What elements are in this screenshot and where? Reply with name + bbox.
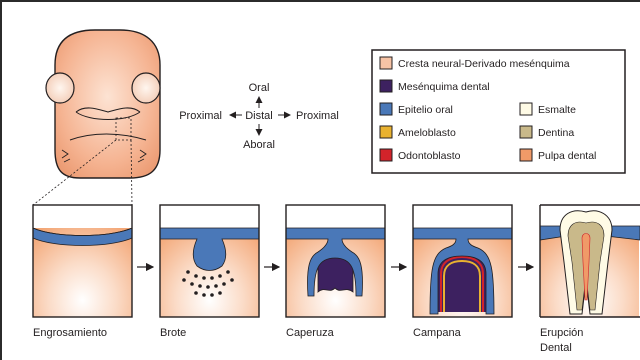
legend-label: Odontoblasto: [398, 150, 461, 162]
stage-label: Erupción: [540, 327, 583, 339]
legend-label: Esmalte: [538, 104, 576, 116]
legend-swatch: [520, 126, 532, 138]
legend-swatch: [380, 103, 392, 115]
legend-swatch: [380, 80, 392, 92]
orientation-compass: Oral Distal Proximal Proximal Aboral: [179, 82, 339, 151]
stage-label: Brote: [160, 327, 186, 339]
stage-panel-campana: [413, 205, 512, 317]
axis-right-label: Proximal: [296, 110, 339, 122]
legend-label: Epitelio oral: [398, 104, 453, 116]
legend-swatch: [520, 149, 532, 161]
stage-panel-erupcion: [540, 205, 640, 317]
axis-bottom-label: Aboral: [243, 139, 275, 151]
stage-label: Caperuza: [286, 327, 335, 339]
legend-swatch: [380, 57, 392, 69]
legend-swatch: [380, 126, 392, 138]
embryo-head-illustration: [33, 30, 160, 205]
legend-swatch: [520, 103, 532, 115]
stage-label: Engrosamiento: [33, 327, 107, 339]
stage-panel-brote: [160, 205, 259, 317]
axis-top-label: Oral: [249, 82, 270, 94]
legend-label: Ameloblasto: [398, 127, 456, 139]
legend-label: Pulpa dental: [538, 150, 596, 162]
legend-label: Cresta neural-Derivado mesénquima: [398, 58, 570, 70]
legend-label: Dentina: [538, 127, 574, 139]
stage-panel-engrosamiento: [33, 205, 132, 317]
stage-panels: Engrosamiento Brote Caperuza Campana Eru…: [33, 205, 640, 354]
stage-label: Campana: [413, 327, 462, 339]
legend: Cresta neural-Derivado mesénquimaMesénqu…: [372, 50, 625, 173]
stage-label-line2: Dental: [540, 342, 572, 354]
legend-swatch: [380, 149, 392, 161]
legend-label: Mesénquima dental: [398, 81, 490, 93]
axis-center-label: Distal: [245, 110, 273, 122]
axis-left-label: Proximal: [179, 110, 222, 122]
stage-panel-caperuza: [286, 205, 385, 317]
